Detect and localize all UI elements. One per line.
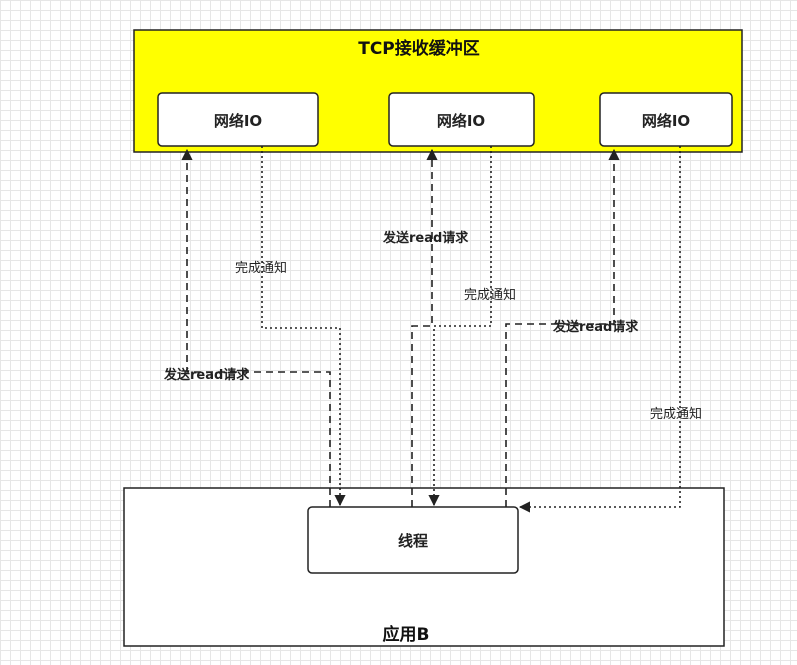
network-io-label-2: 网络IO [437, 112, 485, 130]
edge-complete-3 [518, 146, 681, 513]
network-io-label-3: 网络IO [642, 112, 690, 130]
thread-box [307, 506, 519, 574]
label-read-request-1: 发送read请求 [163, 367, 250, 383]
edge-complete-1 [261, 146, 346, 507]
label-complete-3: 完成通知 [650, 406, 702, 422]
network-io-box-2 [388, 92, 535, 147]
network-io-label-1: 网络IO [214, 112, 262, 130]
edge-read-request-3 [505, 148, 620, 507]
network-io-box-3 [599, 92, 733, 147]
label-complete-1: 完成通知 [235, 260, 287, 276]
label-read-request-3: 发送read请求 [552, 319, 639, 335]
app-b-title: 应用B [383, 624, 430, 645]
label-complete-2: 完成通知 [464, 287, 516, 303]
edge-complete-2 [428, 146, 492, 507]
network-io-box-1 [157, 92, 319, 147]
label-read-request-2: 发送read请求 [382, 230, 469, 246]
edge-read-request-2 [411, 148, 438, 507]
edge-read-request-1 [181, 148, 331, 507]
thread-label: 线程 [398, 532, 428, 550]
tcp-buffer-title: TCP接收缓冲区 [358, 38, 480, 59]
